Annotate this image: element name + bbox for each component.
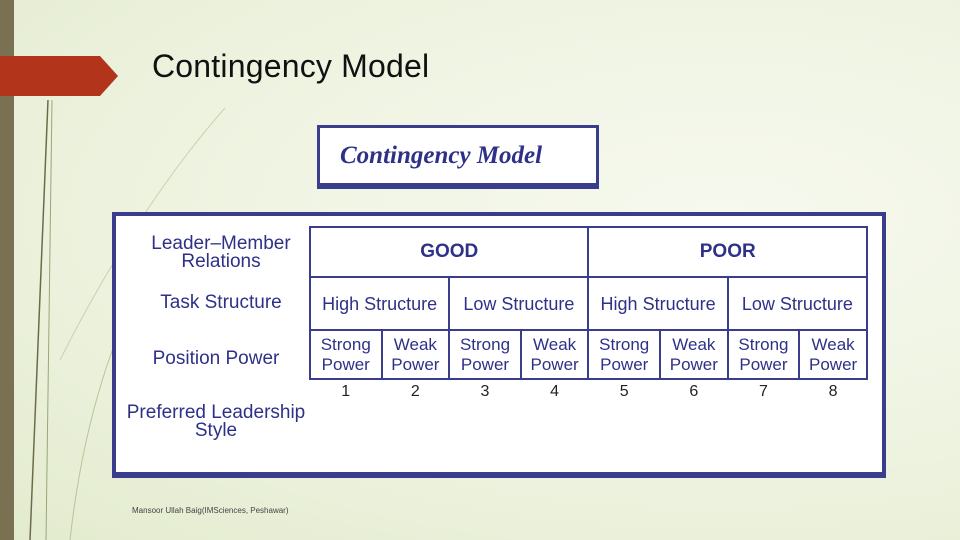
figure-header-title: Contingency Model xyxy=(340,142,543,169)
relation-cell: GOOD xyxy=(308,226,590,278)
label-preferred-leadership-style: Preferred Leadership Style xyxy=(126,402,306,441)
situation-number: 8 xyxy=(828,383,838,400)
situation-number-row: 1 2 3 4 5 6 7 8 xyxy=(310,379,867,404)
relation-cell: POOR xyxy=(587,226,868,278)
slide-footer: Mansoor Ullah Baig(IMSciences, Peshawar) xyxy=(132,506,289,515)
situation-number: 1 xyxy=(341,383,351,400)
situation-number: 4 xyxy=(550,383,560,400)
power-cell: Weak Power xyxy=(380,329,451,380)
situation-number: 7 xyxy=(759,383,768,400)
situation-number: 6 xyxy=(689,383,699,400)
label-leader-member-relations: Leader–Member Relations xyxy=(126,233,316,272)
structure-cell: Low Structure xyxy=(448,276,590,331)
situation-number: 3 xyxy=(480,383,490,400)
label-task-structure: Task Structure xyxy=(160,292,282,313)
left-accent-bar xyxy=(0,0,14,540)
page-title: Contingency Model xyxy=(152,48,430,84)
situation-number: 2 xyxy=(410,383,420,400)
situation-grid: GOOD POOR High Structure Low Structure H… xyxy=(308,226,869,404)
power-cell: Weak Power xyxy=(519,329,590,380)
structure-row: High Structure Low Structure High Struct… xyxy=(308,276,869,331)
structure-cell: Low Structure xyxy=(726,276,869,331)
power-row: Strong Power Weak Power Strong Power Wea… xyxy=(309,329,868,380)
power-cell: Strong Power xyxy=(448,329,522,380)
figure-header-box: Contingency Model xyxy=(317,125,599,189)
power-cell: Weak Power xyxy=(658,329,729,380)
power-cell: Strong Power xyxy=(587,329,661,380)
power-cell: Weak Power xyxy=(798,329,868,380)
relations-row: GOOD POOR xyxy=(308,226,868,278)
contingency-figure-panel: Leader–Member Relations Task Structure P… xyxy=(112,212,886,478)
title-arrow-marker xyxy=(0,56,118,96)
label-position-power: Position Power xyxy=(152,348,280,369)
structure-cell: High Structure xyxy=(308,276,451,331)
power-cell: Strong Power xyxy=(726,329,801,380)
label-text: Leader–Member Relations xyxy=(151,233,291,272)
structure-cell: High Structure xyxy=(587,276,729,331)
situation-number: 5 xyxy=(619,383,629,400)
power-cell: Strong Power xyxy=(309,329,383,380)
